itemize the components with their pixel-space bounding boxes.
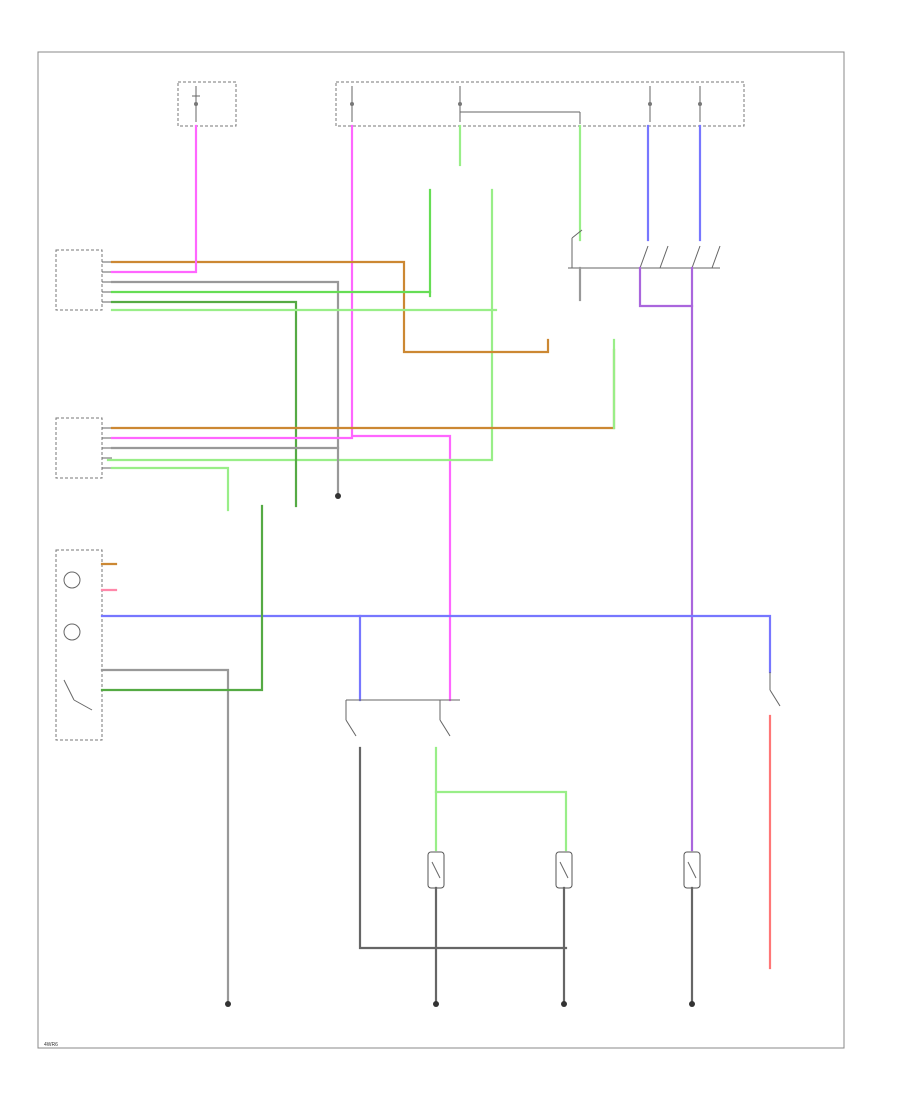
footer-code: 4WR6 xyxy=(44,1042,58,1048)
switch-right-column xyxy=(769,672,781,707)
wire-gray-1 xyxy=(110,280,340,498)
ground-upper xyxy=(335,493,341,499)
switch-center xyxy=(345,699,460,737)
component-lower-left xyxy=(55,549,103,741)
diagram-frame xyxy=(37,51,845,1049)
fuse-box-left xyxy=(177,81,237,127)
wire-pink-1 xyxy=(110,260,198,274)
wire-lightgreen-2 xyxy=(110,466,230,512)
wire-orange-2 xyxy=(110,348,616,430)
ground-4 xyxy=(689,1001,695,1007)
ground-2 xyxy=(433,1001,439,1007)
component-far-right-actuator xyxy=(683,851,701,889)
wire-gray-c1 xyxy=(358,746,568,950)
fuse-box-center xyxy=(335,81,745,127)
component-right-actuator xyxy=(555,851,573,889)
ground-1 xyxy=(225,1001,231,1007)
wire-lightgreen-c xyxy=(434,746,568,852)
wire-gray-3 xyxy=(100,668,230,1004)
wire-pink-center xyxy=(350,124,452,702)
switch-block-right xyxy=(568,229,721,269)
connector-middle-left xyxy=(55,417,112,479)
component-left-actuator xyxy=(427,851,445,889)
connector-upper-left xyxy=(55,249,112,311)
wire-dkgreen-3 xyxy=(100,504,264,692)
wire-blue-main xyxy=(100,614,772,674)
ground-3 xyxy=(561,1001,567,1007)
wire-dkgreen-1 xyxy=(110,300,298,508)
wire-violet-mid xyxy=(638,266,694,308)
wire-green-c xyxy=(106,188,494,462)
wire-orange-1 xyxy=(110,260,550,354)
